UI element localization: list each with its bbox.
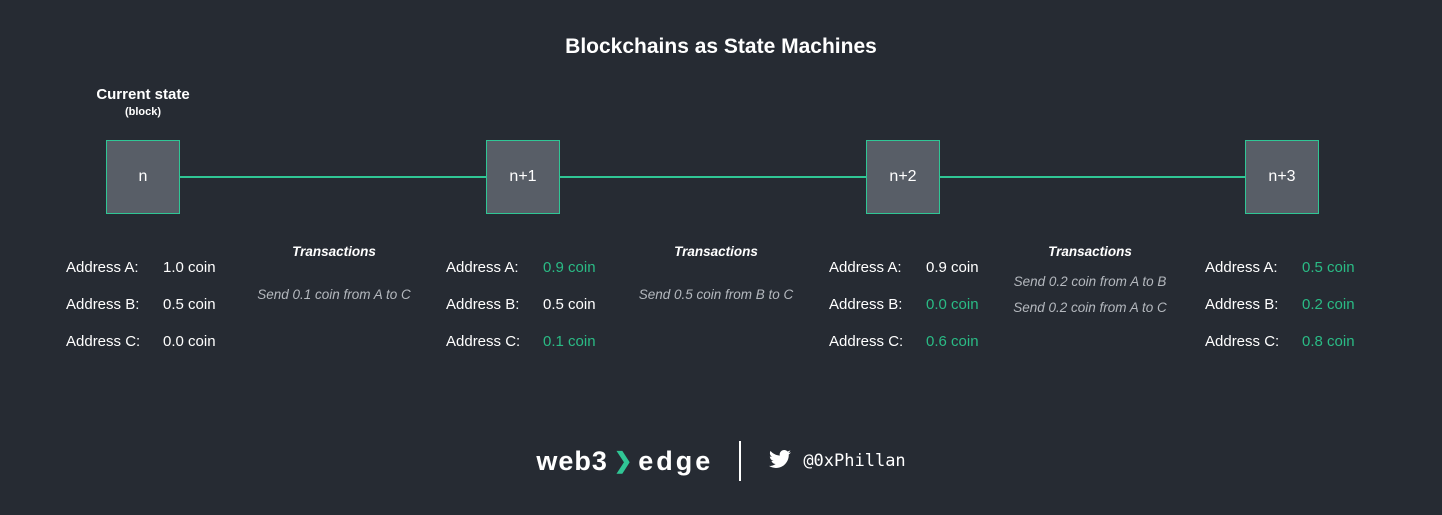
logo-web3-text: web3 [536,445,608,476]
state-addresses-block-n3: Address A: 0.5 coin Address B: 0.2 coin … [1205,258,1390,369]
transactions-list: Send 0.2 coin from A to B Send 0.2 coin … [940,267,1240,323]
transactions-list: Send 0.1 coin from A to C [184,267,484,323]
address-value: 0.6 coin [926,333,979,350]
address-value: 0.5 coin [543,296,596,313]
twitter-bird-icon [767,448,793,475]
current-state-label: Current state [96,86,190,103]
current-state-sublabel: (block) [124,106,162,118]
transaction-item: Send 0.5 coin from B to C [638,287,794,302]
address-row: Address B: 0.0 coin [829,295,1014,315]
transactions-group-1: Transactions Send 0.1 coin from A to C [184,244,484,323]
state-addresses-block-n: Address A: 1.0 coin Address B: 0.5 coin … [66,258,251,369]
transactions-heading: Transactions [292,244,376,259]
address-value: 0.2 coin [1302,296,1355,313]
transactions-group-2: Transactions Send 0.5 coin from B to C [566,244,866,323]
footer-divider [739,441,742,481]
page-title: Blockchains as State Machines [565,35,877,58]
address-row: Address A: 0.9 coin [446,258,631,278]
address-row: Address C: 0.0 coin [66,332,251,352]
state-addresses-block-n2: Address A: 0.9 coin Address B: 0.0 coin … [829,258,1014,369]
address-row: Address C: 0.8 coin [1205,332,1390,352]
address-row: Address A: 0.9 coin [829,258,1014,278]
chevron-right-icon: ❯ [613,448,633,473]
transaction-item: Send 0.2 coin from A to B [1013,274,1167,289]
address-label: Address A: [446,259,519,276]
transactions-list: Send 0.5 coin from B to C [566,267,866,323]
address-value: 0.9 coin [926,259,979,276]
address-label: Address C: [66,333,141,350]
address-value: 0.9 coin [543,259,596,276]
address-value: 0.0 coin [163,333,216,350]
address-row: Address C: 0.1 coin [446,332,631,352]
chain-connector-line [143,176,1282,178]
logo-edge-text: edge [638,445,714,476]
address-label: Address A: [1205,259,1278,276]
address-row: Address B: 0.5 coin [446,295,631,315]
block-n1-label: n+1 [509,168,537,185]
address-value: 0.5 coin [1302,259,1355,276]
block-n-label: n [138,168,148,185]
address-label: Address B: [829,296,903,313]
twitter-attribution: @0xPhillan [767,448,906,475]
twitter-handle: @0xPhillan [803,451,906,471]
address-value: 0.0 coin [926,296,979,313]
transactions-heading: Transactions [674,244,758,259]
address-label: Address B: [66,296,140,313]
transaction-item: Send 0.1 coin from A to C [257,287,411,302]
address-label: Address B: [1205,296,1279,313]
web3-edge-logo: web3 ❯ edge [536,446,713,477]
address-label: Address A: [66,259,139,276]
block-n2: n+2 [866,140,940,214]
address-label: Address C: [1205,333,1280,350]
address-label: Address C: [829,333,904,350]
footer: web3 ❯ edge @0xPhillan [0,441,1442,481]
transaction-item: Send 0.2 coin from A to C [1013,300,1167,315]
address-value: 0.1 coin [543,333,596,350]
block-n3: n+3 [1245,140,1319,214]
transactions-group-3: Transactions Send 0.2 coin from A to B S… [940,244,1240,323]
address-label: Address B: [446,296,520,313]
transactions-heading: Transactions [1048,244,1132,259]
address-label: Address A: [829,259,902,276]
address-value: 0.5 coin [163,296,216,313]
address-row: Address A: 1.0 coin [66,258,251,278]
address-row: Address B: 0.5 coin [66,295,251,315]
current-state-label-group: Current state (block) [63,86,223,118]
address-value: 0.8 coin [1302,333,1355,350]
block-n2-label: n+2 [889,168,917,185]
address-row: Address A: 0.5 coin [1205,258,1390,278]
address-value: 1.0 coin [163,259,216,276]
block-n: n [106,140,180,214]
address-row: Address C: 0.6 coin [829,332,1014,352]
address-row: Address B: 0.2 coin [1205,295,1390,315]
block-n1: n+1 [486,140,560,214]
state-addresses-block-n1: Address A: 0.9 coin Address B: 0.5 coin … [446,258,631,369]
address-label: Address C: [446,333,521,350]
block-n3-label: n+3 [1268,168,1296,185]
